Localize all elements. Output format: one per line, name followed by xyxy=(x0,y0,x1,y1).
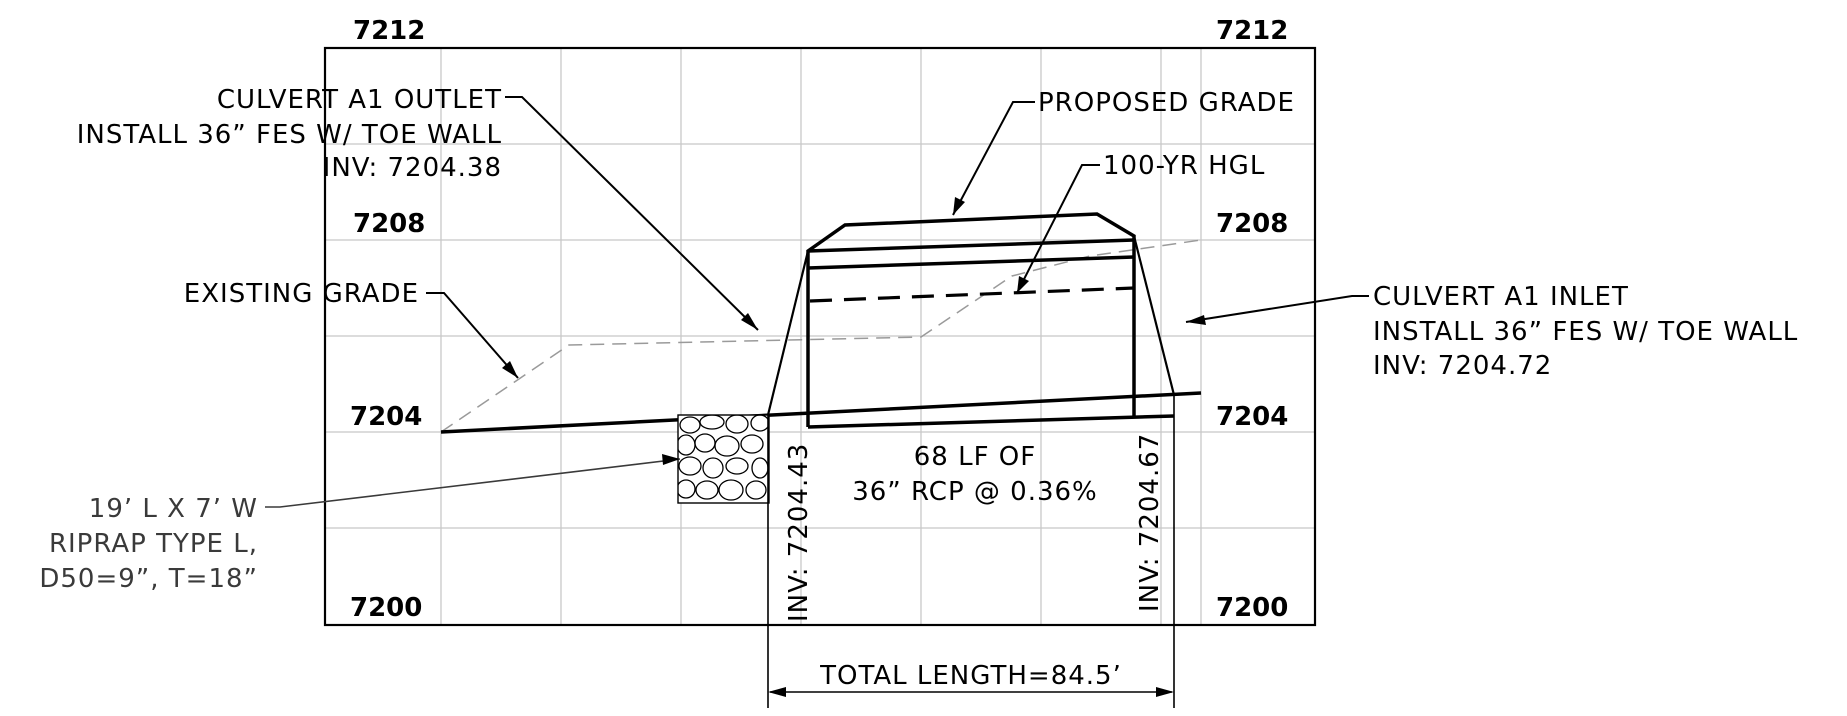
outlet-line-2: INSTALL 36” FES W/ TOE WALL xyxy=(77,120,502,150)
total-length-label: TOTAL LENGTH=84.5’ xyxy=(819,661,1122,691)
existing-grade-line xyxy=(440,239,1202,433)
pipe-line-1: 68 LF OF xyxy=(914,442,1036,472)
outlet-line-3: INV: 7204.38 xyxy=(323,153,502,183)
pipe-line-2: 36” RCP @ 0.36% xyxy=(852,477,1098,507)
proposed-grade-label: PROPOSED GRADE xyxy=(1038,88,1295,118)
elevation-label: 7204 xyxy=(350,402,422,432)
elevation-labels-left: 7212 7208 7204 7200 xyxy=(350,16,425,623)
leaders xyxy=(265,96,1369,508)
length-dimension xyxy=(767,395,1175,708)
outlet-line-1: CULVERT A1 OUTLET xyxy=(217,85,502,115)
riprap-line-2: RIPRAP TYPE L, xyxy=(49,529,258,559)
elevation-label: 7208 xyxy=(1216,209,1288,239)
elevation-labels-right: 7212 7208 7204 7200 xyxy=(1216,16,1288,623)
riprap-line-1: 19’ L X 7’ W xyxy=(89,494,258,524)
inlet-line-3: INV: 7204.72 xyxy=(1373,351,1552,381)
elevation-label: 7212 xyxy=(1216,16,1288,46)
elevation-label: 7212 xyxy=(353,16,425,46)
riprap-callout: 19’ L X 7’ W RIPRAP TYPE L, D50=9”, T=18… xyxy=(39,494,258,594)
inlet-line-2: INSTALL 36” FES W/ TOE WALL xyxy=(1373,317,1798,347)
pipe-callout: 68 LF OF 36” RCP @ 0.36% xyxy=(852,442,1098,507)
inlet-line-1: CULVERT A1 INLET xyxy=(1373,282,1629,312)
culvert-pipe xyxy=(440,391,1202,434)
outlet-callout: CULVERT A1 OUTLET INSTALL 36” FES W/ TOE… xyxy=(77,85,502,183)
existing-grade-label: EXISTING GRADE xyxy=(184,279,419,309)
inv-right-label: INV: 7204.67 xyxy=(1135,433,1165,612)
riprap-pad xyxy=(677,414,770,504)
profile-frame xyxy=(323,46,1317,627)
elevation-label: 7200 xyxy=(1216,593,1288,623)
proposed-embankment xyxy=(766,212,1176,427)
hgl-label: 100-YR HGL xyxy=(1103,151,1265,181)
elevation-label: 7200 xyxy=(350,593,422,623)
elevation-label: 7204 xyxy=(1216,402,1288,432)
hgl-line xyxy=(809,286,1135,303)
inv-left-label: INV: 7204.43 xyxy=(784,443,814,622)
inlet-callout: CULVERT A1 INLET INSTALL 36” FES W/ TOE … xyxy=(1373,282,1798,381)
riprap-line-3: D50=9”, T=18” xyxy=(39,564,258,594)
elevation-label: 7208 xyxy=(353,209,425,239)
